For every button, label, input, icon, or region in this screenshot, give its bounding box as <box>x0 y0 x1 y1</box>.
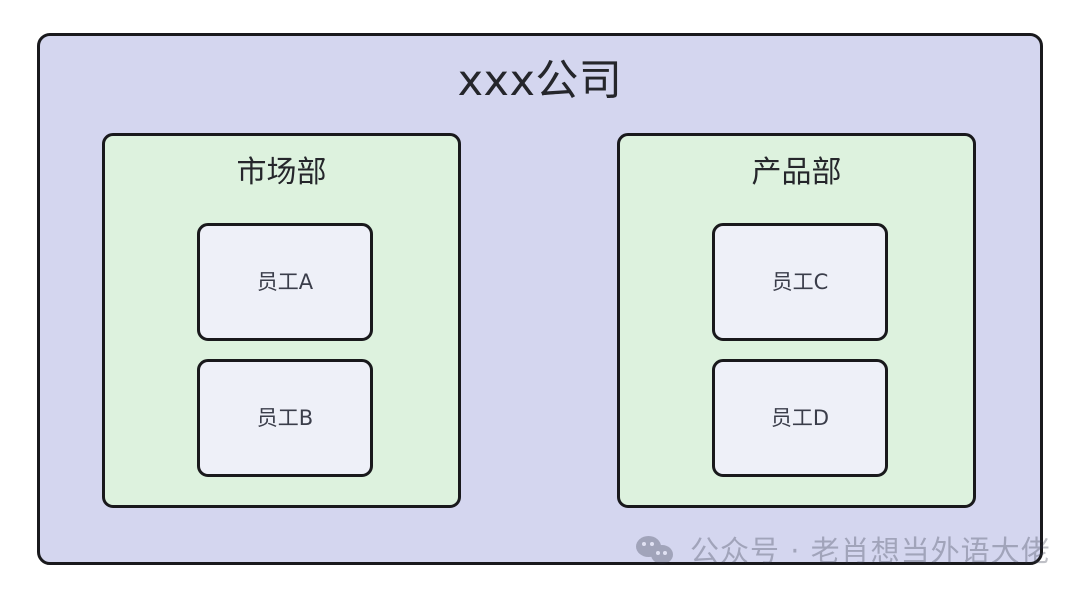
employee-card: 员工C <box>712 223 888 341</box>
department-container-product: 产品部 员工C 员工D <box>617 133 976 508</box>
employee-card: 员工B <box>197 359 373 477</box>
department-container-marketing: 市场部 员工A 员工B <box>102 133 461 508</box>
company-title: xxx公司 <box>457 56 623 106</box>
department-title: 产品部 <box>751 155 842 190</box>
company-container: xxx公司 市场部 员工A 员工B 产品部 员工C 员工D <box>37 33 1043 565</box>
employee-label: 员工A <box>256 269 314 294</box>
employee-card: 员工D <box>712 359 888 477</box>
department-title: 市场部 <box>236 155 327 190</box>
employee-card: 员工A <box>197 223 373 341</box>
employee-label: 员工B <box>256 405 314 430</box>
employee-label: 员工D <box>770 405 830 430</box>
employee-label: 员工C <box>771 269 829 294</box>
